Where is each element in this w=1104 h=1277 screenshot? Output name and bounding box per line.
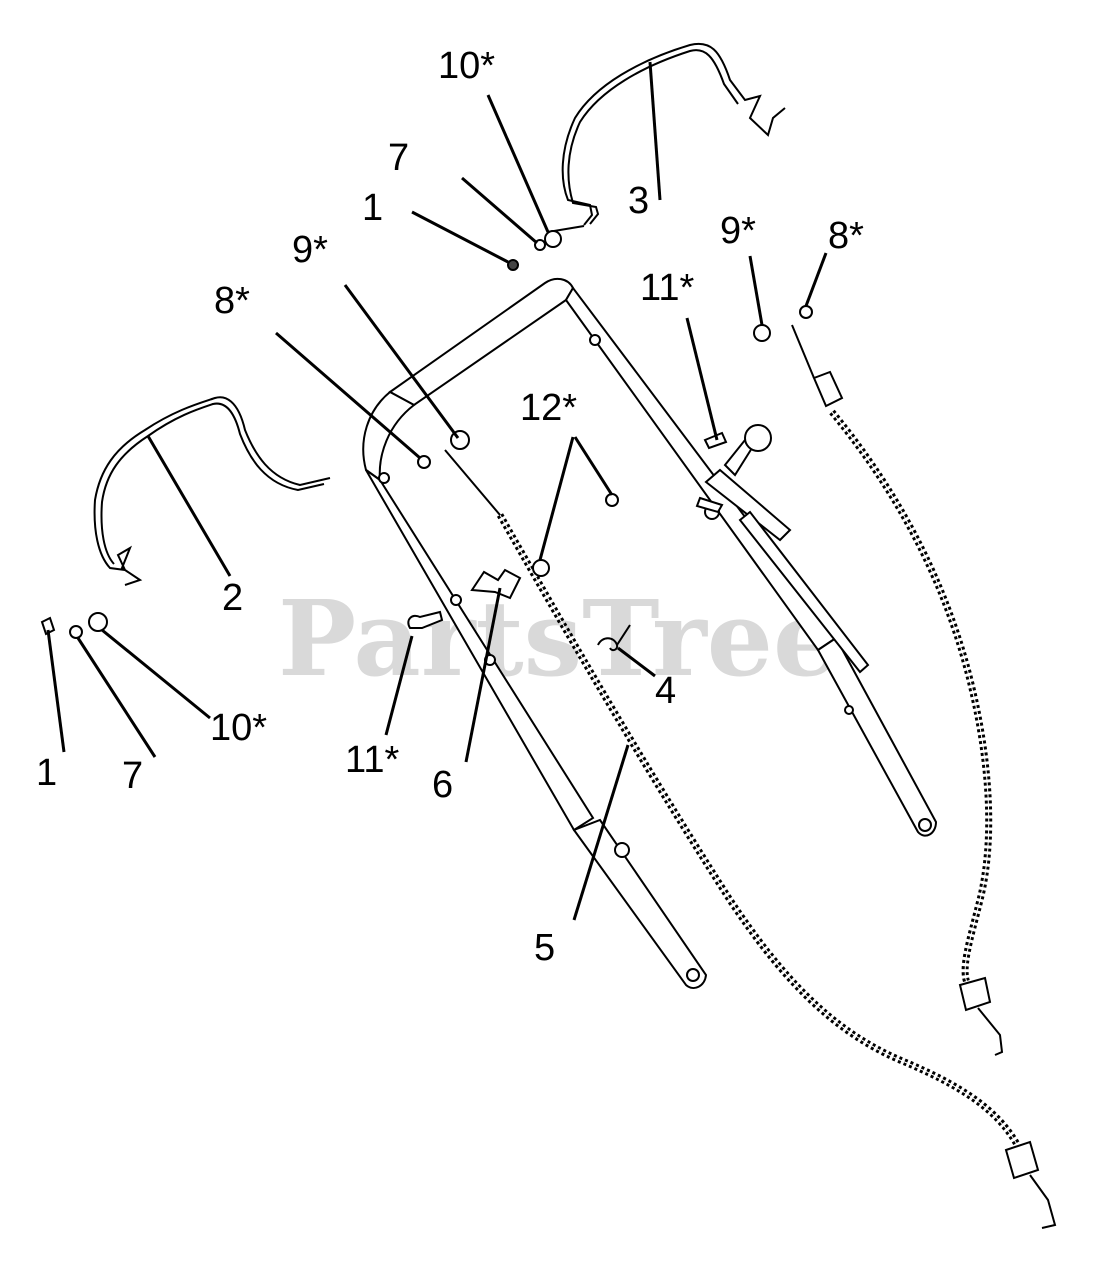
watermark-text: PartsTree [278,577,839,700]
callout-9-left: 9* [292,229,328,271]
part-2-bail-left [93,396,331,586]
callout-10-left: 10* [210,707,267,749]
callout-8-left: 8* [214,280,250,322]
part-5-handle-frame [362,277,938,989]
leader-lines [46,61,828,921]
callout-11-left: 11* [345,739,399,781]
left-cable [444,449,1057,1229]
callouts: 10* 7 1 3 9* 8* 11* 9* 8* 12* 2 1 7 10* … [36,45,864,969]
control-lever [695,424,870,674]
callout-12: 12* [520,387,577,429]
part-3-bail-upper [547,42,786,233]
callout-1-left: 1 [36,752,57,794]
hardware [40,230,813,639]
callout-1-top: 1 [362,187,383,229]
callout-7-left: 7 [122,755,143,797]
callout-10-top: 10* [438,45,495,87]
callout-4: 4 [655,670,676,712]
callout-9-right: 9* [720,210,756,252]
callout-8-right: 8* [828,215,864,257]
callout-6: 6 [432,764,453,806]
callout-2: 2 [222,577,243,619]
callout-5: 5 [534,927,555,969]
callout-7-top: 7 [388,137,409,179]
callout-3: 3 [628,180,649,222]
part-4-clip [597,624,631,652]
callout-11-right: 11* [640,267,694,309]
right-cable [791,324,1004,1056]
